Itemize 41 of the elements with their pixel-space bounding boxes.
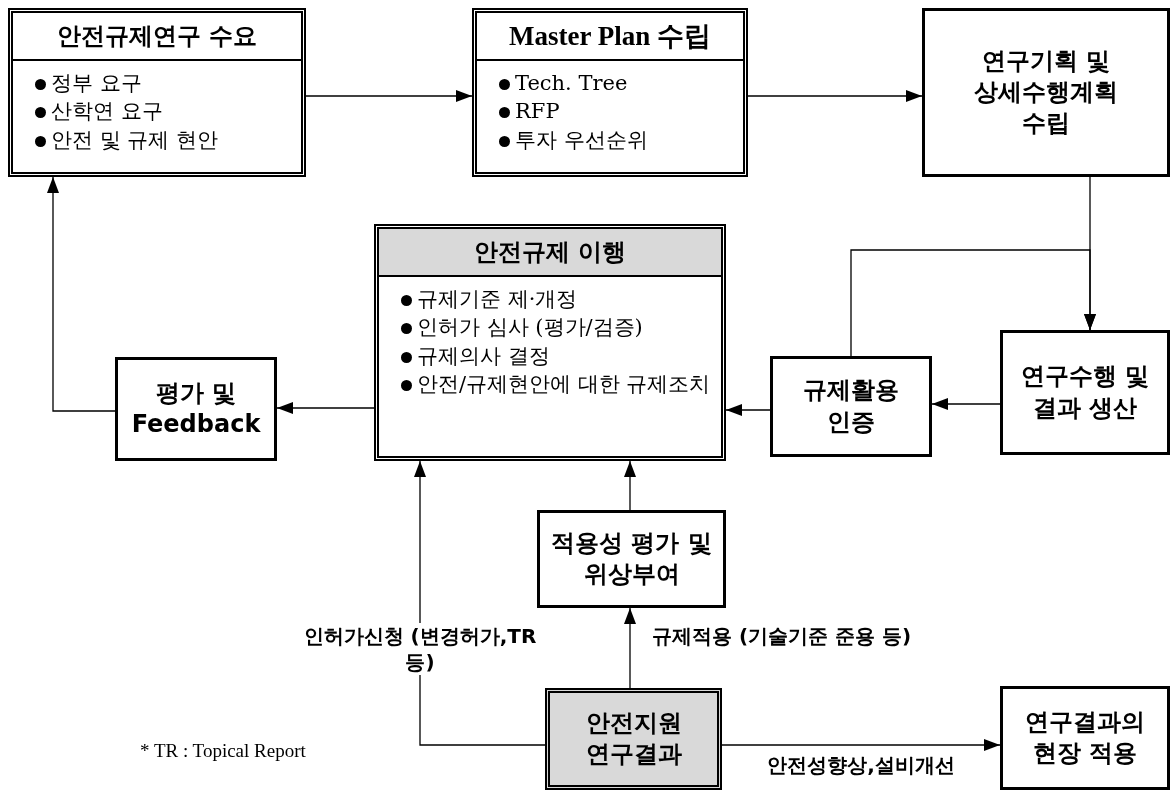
list-item-text: 투자 우선순위 bbox=[515, 126, 648, 154]
arrow bbox=[305, 90, 473, 102]
box-text: 연구기획 및 상세수행계획 수립 bbox=[973, 45, 1119, 140]
box-text: 안전지원 연구결과 bbox=[584, 707, 683, 770]
list-box bbox=[374, 224, 726, 461]
box-heading: Master Plan 수립 bbox=[509, 20, 711, 53]
list-item-text: 안전/규제현안에 대한 규제조치 bbox=[417, 370, 711, 398]
process-box bbox=[770, 356, 932, 457]
process-box bbox=[1000, 686, 1170, 790]
list-item-text: 규제의사 결정 bbox=[417, 342, 550, 370]
list-item-text: 규제기준 제·개정 bbox=[417, 286, 578, 313]
arrow bbox=[747, 90, 923, 102]
box-text: 적용성 평가 및 위상부여 bbox=[550, 527, 713, 590]
list-item-text: 산학연 요구 bbox=[51, 98, 163, 126]
list-item-text: RFP bbox=[515, 98, 560, 126]
list-item-text: Tech. Tree bbox=[515, 70, 628, 97]
process-box bbox=[1000, 330, 1170, 455]
process-box bbox=[545, 688, 722, 790]
arrow bbox=[850, 249, 1096, 357]
box-text: 평가 및 Feedback bbox=[130, 377, 262, 440]
process-box bbox=[537, 510, 726, 608]
list-box bbox=[472, 8, 748, 177]
list-item-text: 인허가 심사 (평가/검증) bbox=[417, 314, 643, 342]
list-item-text: 정부 요구 bbox=[51, 70, 142, 97]
arrow bbox=[725, 404, 771, 416]
arrow bbox=[276, 402, 375, 414]
footnote: * TR : Topical Report bbox=[140, 740, 306, 762]
process-box bbox=[115, 357, 277, 461]
process-box bbox=[922, 8, 1170, 177]
list-box bbox=[8, 8, 306, 177]
list-item-text: 안전 및 규제 현안 bbox=[51, 126, 219, 154]
box-heading: 안전규제 이행 bbox=[473, 237, 627, 268]
box-text: 규제활용 인증 bbox=[802, 375, 900, 438]
arrow bbox=[624, 460, 636, 511]
arrow bbox=[931, 398, 1001, 410]
box-text: 연구수행 및 결과 생산 bbox=[1020, 361, 1150, 424]
arrow bbox=[47, 176, 116, 412]
box-heading: 안전규제연구 수요 bbox=[56, 21, 258, 52]
arrow bbox=[721, 739, 1001, 751]
arrow bbox=[624, 607, 636, 689]
box-text: 연구결과의 현장 적용 bbox=[1024, 706, 1146, 769]
